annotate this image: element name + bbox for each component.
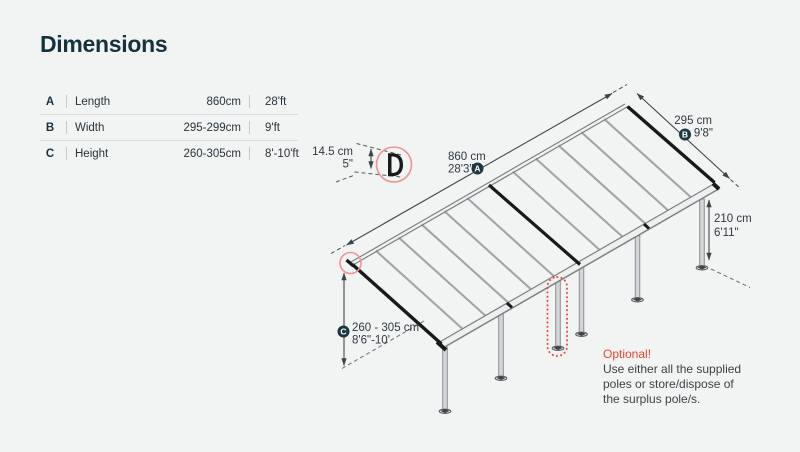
dimension-badges: A B C (337, 128, 691, 338)
ground-dash-right (710, 268, 751, 288)
rib-line (420, 223, 511, 305)
gutter-corner-cap (435, 340, 448, 352)
optional-note: Optional! Use either all the supplied po… (603, 347, 741, 406)
back-beam (350, 103, 629, 266)
length-imperial-label: 28'3" (448, 164, 473, 176)
dimension-extension (612, 84, 628, 93)
rib-line (397, 236, 488, 318)
highlight-circle-small (339, 251, 362, 275)
ground-lines (341, 268, 751, 369)
support-posts (438, 198, 709, 414)
callout-dash (356, 143, 402, 156)
post-optional (551, 280, 565, 351)
beam-edge (350, 103, 626, 263)
highlight-circle-large (375, 146, 413, 183)
rib-line (512, 170, 602, 252)
row-imperial-value: 9'ft (265, 121, 280, 134)
rib-line (375, 249, 465, 331)
ground-dash-left (341, 320, 425, 369)
post (631, 235, 644, 303)
post (695, 198, 709, 271)
column-divider (248, 121, 250, 134)
gutter-corner-cap (711, 182, 721, 191)
row-label: Length (75, 95, 111, 108)
column-divider (65, 121, 67, 134)
table-row-length: A Length 860cm 28'ft (40, 89, 298, 115)
rib-line (557, 144, 648, 226)
row-metric-value: 260-305cm (183, 147, 241, 160)
rib-line (603, 118, 693, 200)
row-key: A (45, 95, 55, 108)
badge-c-letter: C (340, 327, 346, 337)
badge-a-letter: A (474, 164, 480, 174)
post (494, 313, 508, 381)
bracket-mark (505, 301, 514, 309)
dimension-extension (330, 245, 346, 254)
profile-imperial-label: 5" (343, 159, 353, 171)
row-metric-value: 860cm (206, 95, 241, 108)
row-metric-value: 295-299cm (183, 121, 241, 134)
dimension-labels: 860 cm 28'3" 295 cm 9'8" 260 - 305 cm 8'… (312, 115, 752, 347)
dimension-extension (730, 179, 742, 190)
rib-line (466, 197, 556, 279)
post (438, 346, 452, 414)
rib-line (443, 210, 534, 292)
optional-note-line: poles or store/dispose of (603, 377, 734, 391)
post (575, 267, 588, 337)
column-divider (65, 147, 67, 160)
row-label: Height (75, 147, 109, 160)
row-imperial-value: 8'-10'ft (265, 147, 299, 160)
height-metric-label: 260 - 305 cm (352, 322, 419, 334)
length-metric-label: 860 cm (448, 151, 486, 163)
table-row-height: C Height 260-305cm 8'-10'ft (40, 141, 299, 166)
dimensions-table: A Length 860cm 28'ft B Width 295-299cm 9… (40, 89, 299, 166)
row-key: B (45, 121, 55, 134)
clearance-imperial-label: 6'11" (714, 227, 739, 239)
gutter-end-profile (345, 258, 355, 268)
column-divider (248, 95, 250, 108)
column-divider (65, 95, 67, 108)
cross-bars (345, 105, 721, 352)
callout-dash (335, 175, 354, 183)
badge-b (679, 128, 691, 141)
gutter-profile-icon (388, 153, 403, 177)
width-imperial-label: 9'8" (694, 128, 713, 140)
rib-line (534, 157, 625, 239)
row-imperial-value: 28'ft (265, 95, 287, 108)
width-metric-label: 295 cm (674, 115, 712, 127)
page-title: Dimensions (40, 31, 168, 57)
bracket-mark (642, 222, 651, 230)
height-imperial-label: 8'6"-10' (352, 335, 390, 347)
optional-note-line: the surplus pole/s. (603, 392, 700, 406)
rib-line (580, 131, 671, 213)
clearance-metric-label: 210 cm (714, 213, 752, 225)
optional-note-title: Optional! (603, 347, 651, 361)
row-label: Width (75, 121, 105, 134)
table-row-width: B Width 295-299cm 9'ft (40, 115, 298, 141)
badge-a (471, 162, 484, 175)
left-end-bar (351, 263, 443, 346)
optional-note-line: Use either all the supplied (603, 362, 741, 376)
badge-b-letter: B (682, 130, 688, 140)
column-divider (248, 147, 250, 160)
row-key: C (45, 147, 55, 160)
profile-metric-label: 14.5 cm (312, 146, 353, 158)
optional-pole-highlight (546, 276, 568, 357)
badge-c (337, 325, 350, 338)
middle-splice-bar (487, 183, 582, 266)
